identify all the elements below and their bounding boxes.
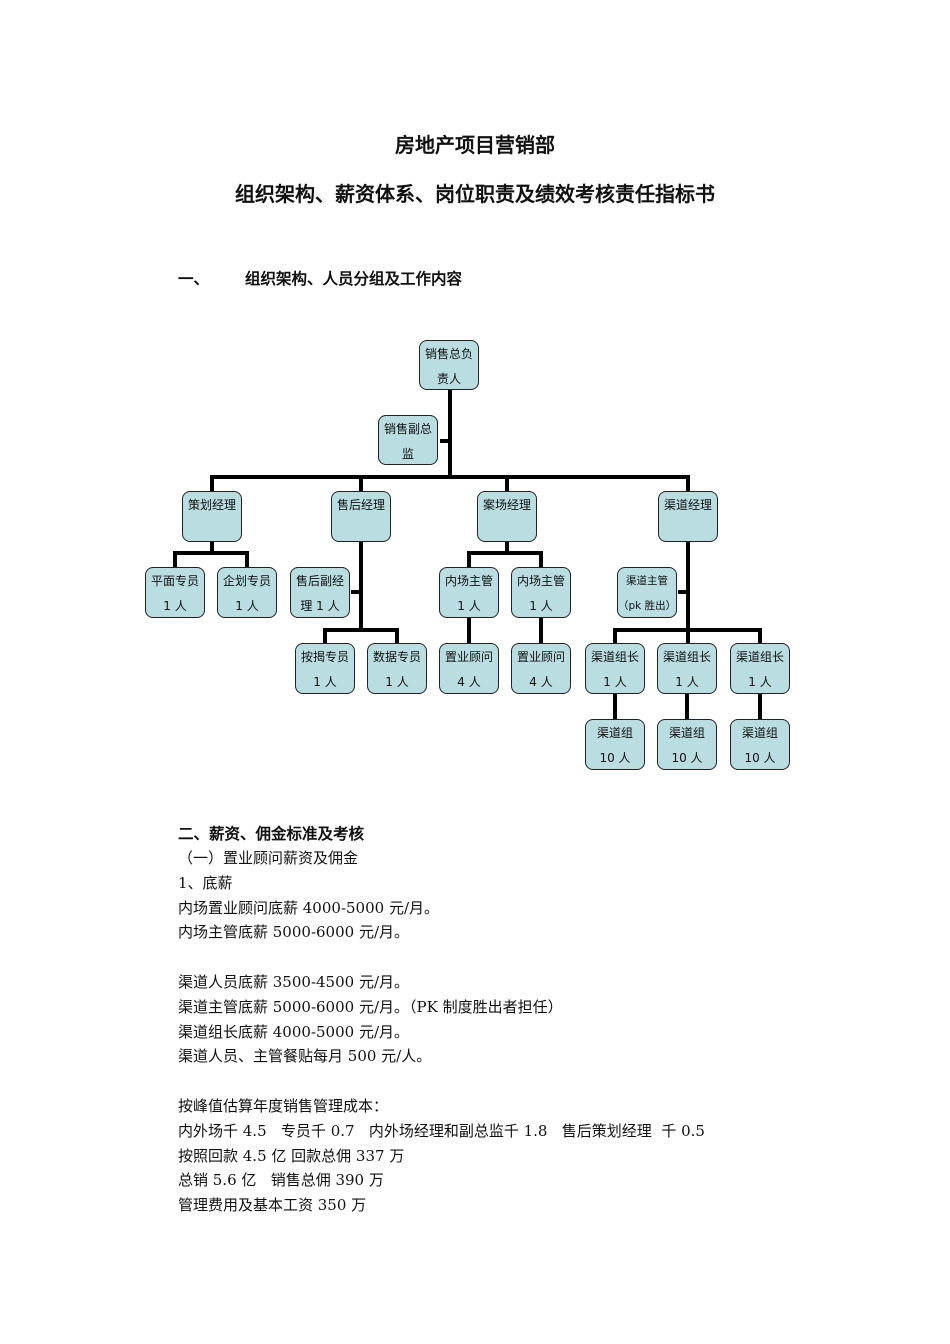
org-box-planning-manager: 策划经理 <box>182 491 242 542</box>
body-line: 1、底薪 <box>178 873 233 892</box>
body-line: 按照回款 4.5 亿 回款总佣 337 万 <box>178 1146 405 1165</box>
body-line: 内场置业顾问底薪 4000-5000 元/月。 <box>178 898 440 917</box>
org-box-aftersales-manager: 售后经理 <box>331 491 391 542</box>
org-box-sales-director: 销售总负责人 <box>419 340 479 390</box>
body-line: 渠道主管底薪 5000-6000 元/月。（PK 制度胜出者担任） <box>178 997 563 1016</box>
org-box-channel-supervisor: 渠道主管（pk 胜出） <box>617 567 677 618</box>
body-line: 内外场千 4.5 专员千 0.7 内外场经理和副总监千 1.8 售后策划经理 千… <box>178 1121 705 1140</box>
org-box-onsite-manager: 案场经理 <box>477 491 537 542</box>
body-line: 按峰值估算年度销售管理成本： <box>178 1097 389 1115</box>
section1-number: 一、 <box>178 270 210 288</box>
body-line: （一）置业顾问薪资及佣金 <box>178 849 359 867</box>
section1-heading: 组织架构、人员分组及工作内容 <box>245 270 463 288</box>
body-line: 管理费用及基本工资 350 万 <box>178 1196 367 1215</box>
org-box-channel-manager: 渠道经理 <box>658 491 718 542</box>
body-line: 内场主管底薪 5000-6000 元/月。 <box>178 923 410 942</box>
document-subtitle: 组织架构、薪资体系、岗位职责及绩效考核责任指标书 <box>235 182 715 206</box>
body-line: 渠道组长底薪 4000-5000 元/月。 <box>178 1022 410 1041</box>
body-line: 总销 5.6 亿 销售总佣 390 万 <box>178 1171 384 1190</box>
section2-heading: 二、薪资、佣金标准及考核 <box>178 825 365 843</box>
body-line: 渠道人员、主管餐贴每月 500 元/人。 <box>178 1047 432 1066</box>
org-box-aftersales-deputy: 售后副经理 1 人 <box>290 567 350 618</box>
body-line: 渠道人员底薪 3500-4500 元/月。 <box>178 973 410 991</box>
org-box-deputy-director: 销售副总监 <box>378 415 438 465</box>
org-chart-connectors <box>173 390 762 719</box>
document-title: 房地产项目营销部 <box>395 133 555 157</box>
